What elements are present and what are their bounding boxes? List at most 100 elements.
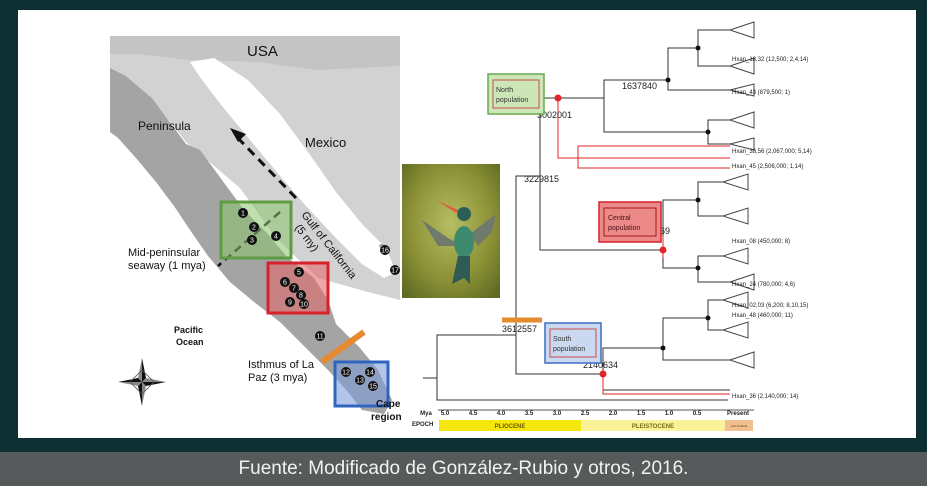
tree-branch (602, 299, 723, 374)
tip-label: Hxan_36 (2,140,000; 14) (732, 394, 798, 400)
central-population-label-line2: population (608, 225, 640, 232)
north-population-box: North population (487, 73, 545, 115)
pleistocene-label: PLEISTOCENE (632, 424, 674, 430)
site-label: 15 (369, 384, 377, 391)
time-axis: Mya 5.0 4.5 4.0 3.5 3.0 2.5 2.0 1.5 1.0 … (412, 409, 754, 431)
tip-label: Hxan_18,32 (12,500; 2,4,14) (732, 57, 808, 63)
site-marker (390, 265, 400, 275)
node-dot (659, 246, 667, 254)
node-dot (705, 315, 711, 321)
axis-tick-label: 2.0 (609, 411, 618, 417)
tree-branch (707, 132, 730, 145)
tree-branch (436, 378, 728, 401)
axis-tick-label: 3.5 (525, 411, 534, 417)
seaway-label-line2: seaway (1 mya) (128, 260, 206, 272)
tree-branch (697, 200, 723, 217)
node-dot (554, 94, 562, 102)
holocene-band (725, 420, 753, 431)
tip-label: Hxan_48 (460,000; 11) (732, 313, 793, 319)
site-label: 14 (366, 370, 374, 377)
isthmus-label-line1: Isthmus of La (248, 359, 315, 371)
source-caption: Fuente: Modificado de González-Rubio y o… (238, 458, 689, 479)
mainland-mexico (110, 36, 400, 300)
clade-triangle (729, 137, 755, 151)
clade-triangle (729, 83, 755, 97)
red-branch (557, 98, 730, 159)
node-label: 1637840 (622, 81, 657, 91)
node-dots (554, 45, 711, 378)
isthmus-label-line2: Paz (3 mya) (248, 372, 307, 384)
usa-label: USA (247, 43, 278, 60)
node-label: 2140634 (583, 360, 618, 370)
node-dot (705, 129, 711, 135)
site-marker (368, 381, 378, 391)
node-dot (695, 45, 701, 51)
bird-body (454, 226, 474, 258)
tip-label: Hxan_24 (780,000; 4,6) (732, 282, 795, 288)
site-marker (285, 297, 295, 307)
clade-triangle (721, 207, 749, 225)
red-branch (602, 374, 730, 395)
axis-tick-label: 0.5 (693, 411, 702, 417)
arrow-head-icon (230, 128, 246, 142)
site-label: 11 (316, 334, 323, 341)
pleistocene-band (581, 420, 725, 431)
right-wing (470, 214, 496, 246)
site-marker (289, 283, 299, 293)
site-marker (315, 331, 325, 341)
hummingbird-photo (402, 164, 500, 298)
axis-tick-label: 1.5 (637, 411, 646, 417)
node-label: 3612557 (502, 324, 537, 334)
site-label: 5 (297, 270, 301, 277)
axis-tick-label: Present (727, 411, 749, 417)
site-marker (280, 277, 290, 287)
site-marker (238, 208, 248, 218)
site-label: 8 (299, 293, 303, 300)
site-label: 16 (381, 248, 389, 255)
site-label: 12 (342, 370, 350, 377)
clade-triangle (728, 111, 755, 129)
central-population-label-line1: Central (608, 215, 631, 222)
figure-svg: 1 2 3 4 5 6 7 8 9 10 12 13 14 15 11 16 1… (110, 21, 812, 431)
axis-tick-label: 1.0 (665, 411, 674, 417)
tree-branch (602, 374, 730, 391)
node-dot (665, 77, 671, 83)
clade-triangle (721, 247, 749, 265)
gulf-of-california (190, 58, 396, 278)
tree-branch (515, 175, 540, 335)
left-wing (422, 220, 462, 246)
pliocene-band (439, 420, 581, 431)
collapsed-clades (721, 21, 755, 369)
site-label: 4 (274, 234, 278, 241)
clade-triangle (728, 21, 755, 39)
tree-branch (662, 348, 730, 361)
axis-tick-label: 5.0 (441, 411, 450, 417)
red-branch (577, 158, 730, 169)
clade-triangle (728, 351, 755, 369)
tree-branch (515, 335, 603, 375)
site-label: 10 (300, 302, 308, 309)
axis-unit-label: Mya (420, 411, 432, 417)
site-label: 2 (252, 225, 256, 232)
bird-head (457, 207, 471, 221)
clade-triangle (721, 291, 749, 309)
axis-tick-label: 2.5 (581, 411, 590, 417)
south-population-box: South population (544, 322, 602, 364)
site-marker (271, 231, 281, 241)
clade-triangle (728, 273, 755, 291)
tree-branch (707, 119, 730, 132)
north-population-label-line2: population (496, 97, 528, 104)
tip-label: Hxan_08 (450,000; 8) (732, 239, 790, 245)
tree-branch (667, 80, 730, 91)
site-marker (380, 245, 390, 255)
site-marker (249, 222, 259, 232)
caption-bar (0, 452, 927, 486)
isthmus-bar (320, 329, 366, 365)
south-population-label-line1: South (553, 336, 571, 343)
axis-tick-label: 4.0 (497, 411, 506, 417)
red-branch (577, 145, 730, 158)
pliocene-label: PLIOCENE (495, 424, 526, 430)
bird-tail (452, 256, 470, 284)
pacific-label-line1: Pacific (174, 325, 203, 335)
pacific-label-line2: Ocean (176, 337, 204, 347)
